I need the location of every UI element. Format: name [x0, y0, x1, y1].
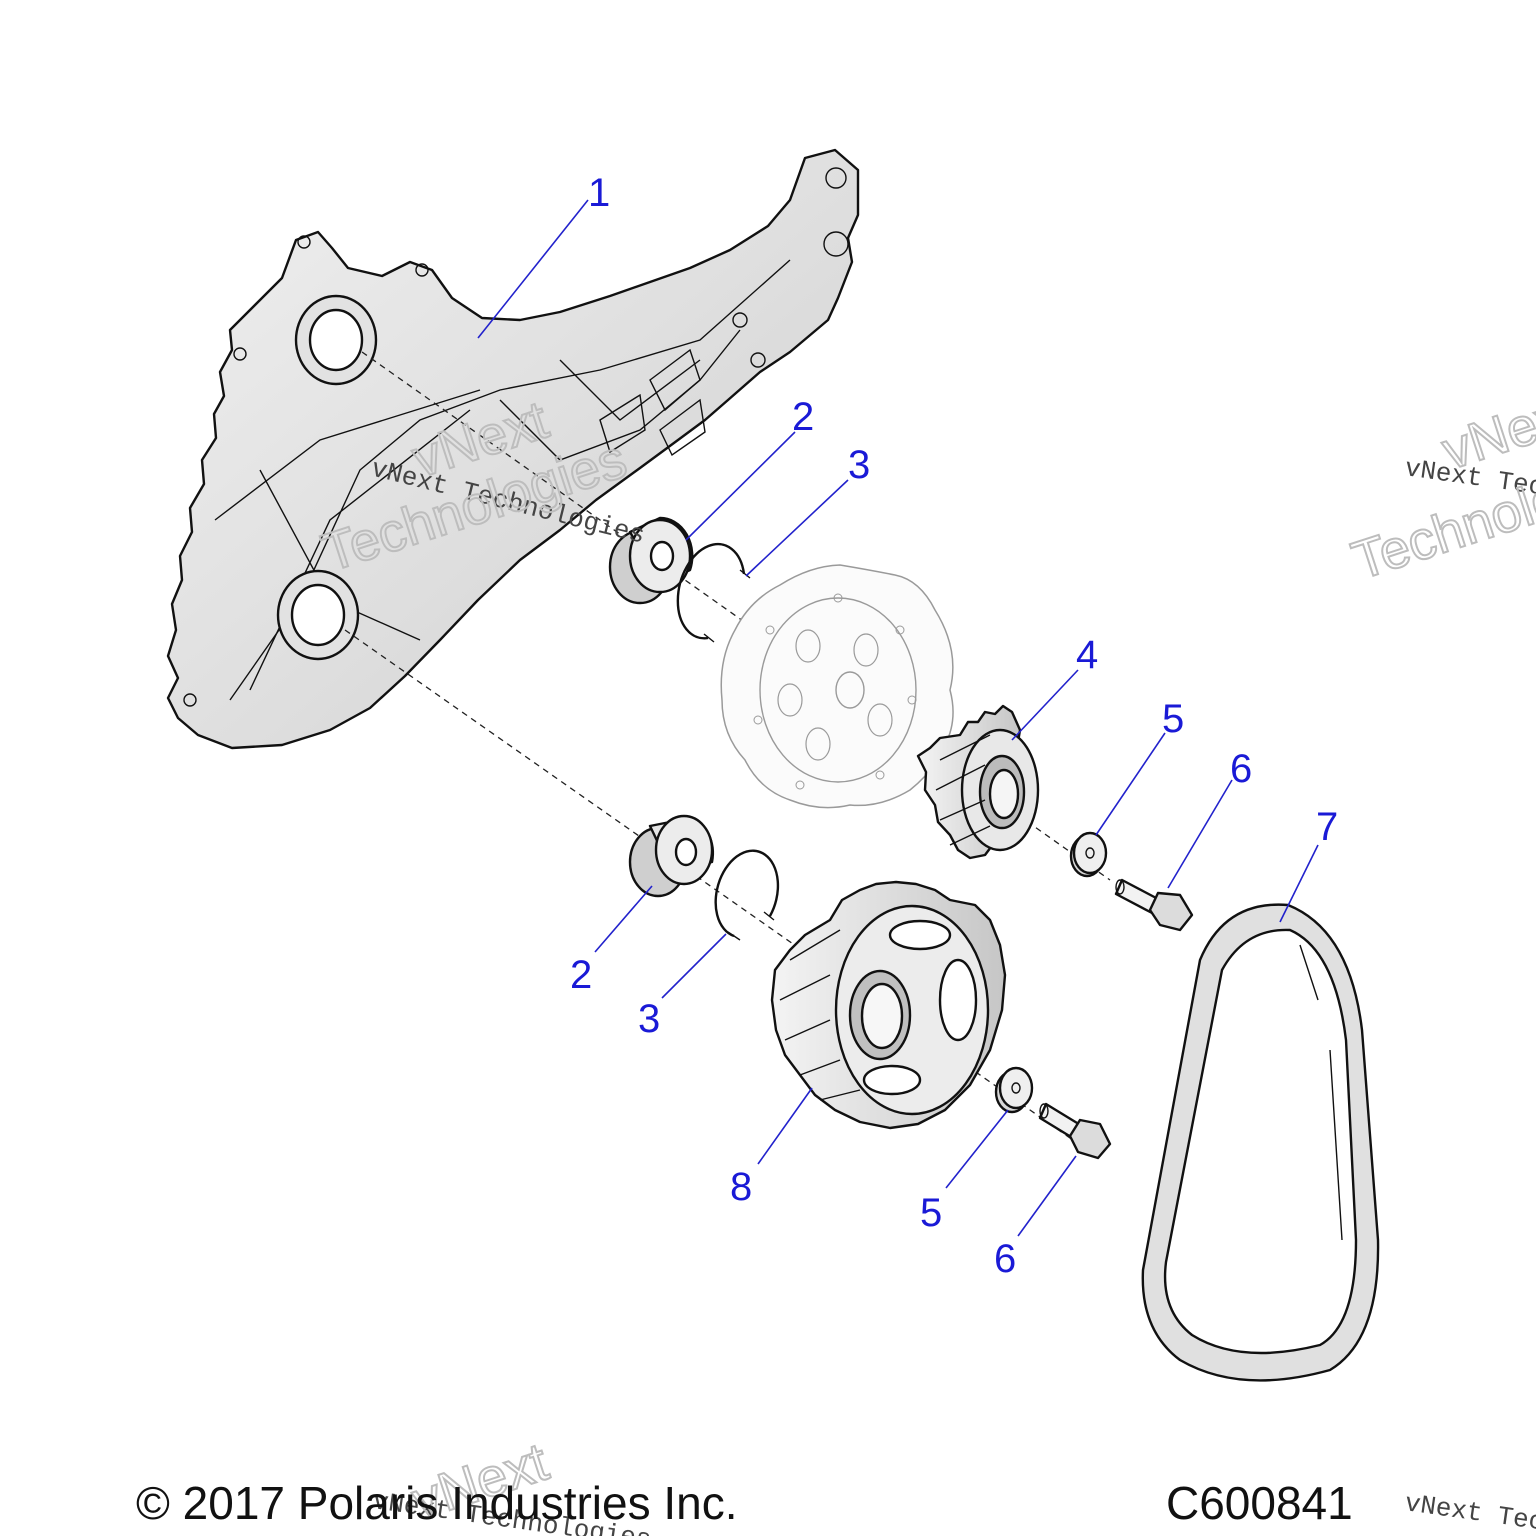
bearing-upper-part-2 [608, 516, 694, 605]
driven-sprocket-part-8 [770, 880, 1007, 1130]
callout-1: 1 [588, 171, 610, 215]
callout-2-lower: 2 [570, 953, 592, 997]
watermark-text-3: vNext Technologies [1403, 1488, 1536, 1536]
watermark-outline-4: vNext [1435, 382, 1536, 482]
callout-6-lower: 6 [994, 1237, 1016, 1281]
housing-part-1 [166, 148, 860, 750]
callout-6-upper: 6 [1230, 747, 1252, 791]
callout-7: 7 [1316, 805, 1338, 849]
drive-belt-part-7 [1141, 903, 1380, 1382]
bolt-lower-part-6 [1038, 1102, 1112, 1160]
callout-5-lower: 5 [920, 1191, 942, 1235]
washer-lower-part-5 [994, 1066, 1034, 1114]
figure-code: C600841 [1166, 1477, 1353, 1529]
washer-upper-part-5 [1069, 831, 1108, 878]
drive-sprocket-part-4 [916, 704, 1040, 860]
bolt-upper-part-6 [1114, 878, 1194, 932]
copyright-text: © 2017 Polaris Industries Inc. [136, 1477, 738, 1529]
brake-disc [720, 564, 954, 809]
snap-ring-upper-part-3 [676, 542, 751, 643]
callout-3-upper: 3 [848, 443, 870, 487]
bearing-lower-part-2 [628, 814, 715, 898]
callout-8: 8 [730, 1165, 752, 1209]
callout-3-lower: 3 [638, 997, 660, 1041]
snap-ring-lower-part-3 [714, 849, 780, 941]
callout-2-upper: 2 [792, 395, 814, 439]
callout-labels: 1 2 3 4 5 6 7 2 3 8 5 6 [570, 171, 1338, 1281]
callout-5-upper: 5 [1162, 697, 1184, 741]
leader-lines [477, 199, 1319, 1237]
callout-4: 4 [1076, 633, 1098, 677]
